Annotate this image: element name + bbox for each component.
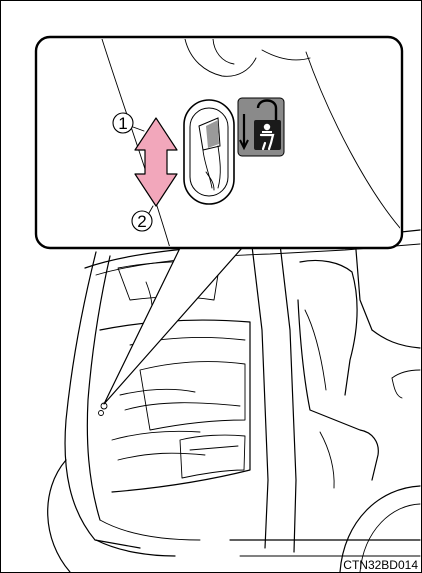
callout-1-number: 1 — [118, 114, 127, 133]
child-lock-slot — [184, 100, 234, 204]
figure-code: CTN32BD014 — [343, 558, 418, 572]
callout-2-number: 2 — [137, 212, 146, 231]
child-lock-symbol-icon — [238, 98, 284, 156]
zoom-callout: 1 2 — [36, 37, 402, 248]
vehicle-drawing — [48, 230, 420, 572]
